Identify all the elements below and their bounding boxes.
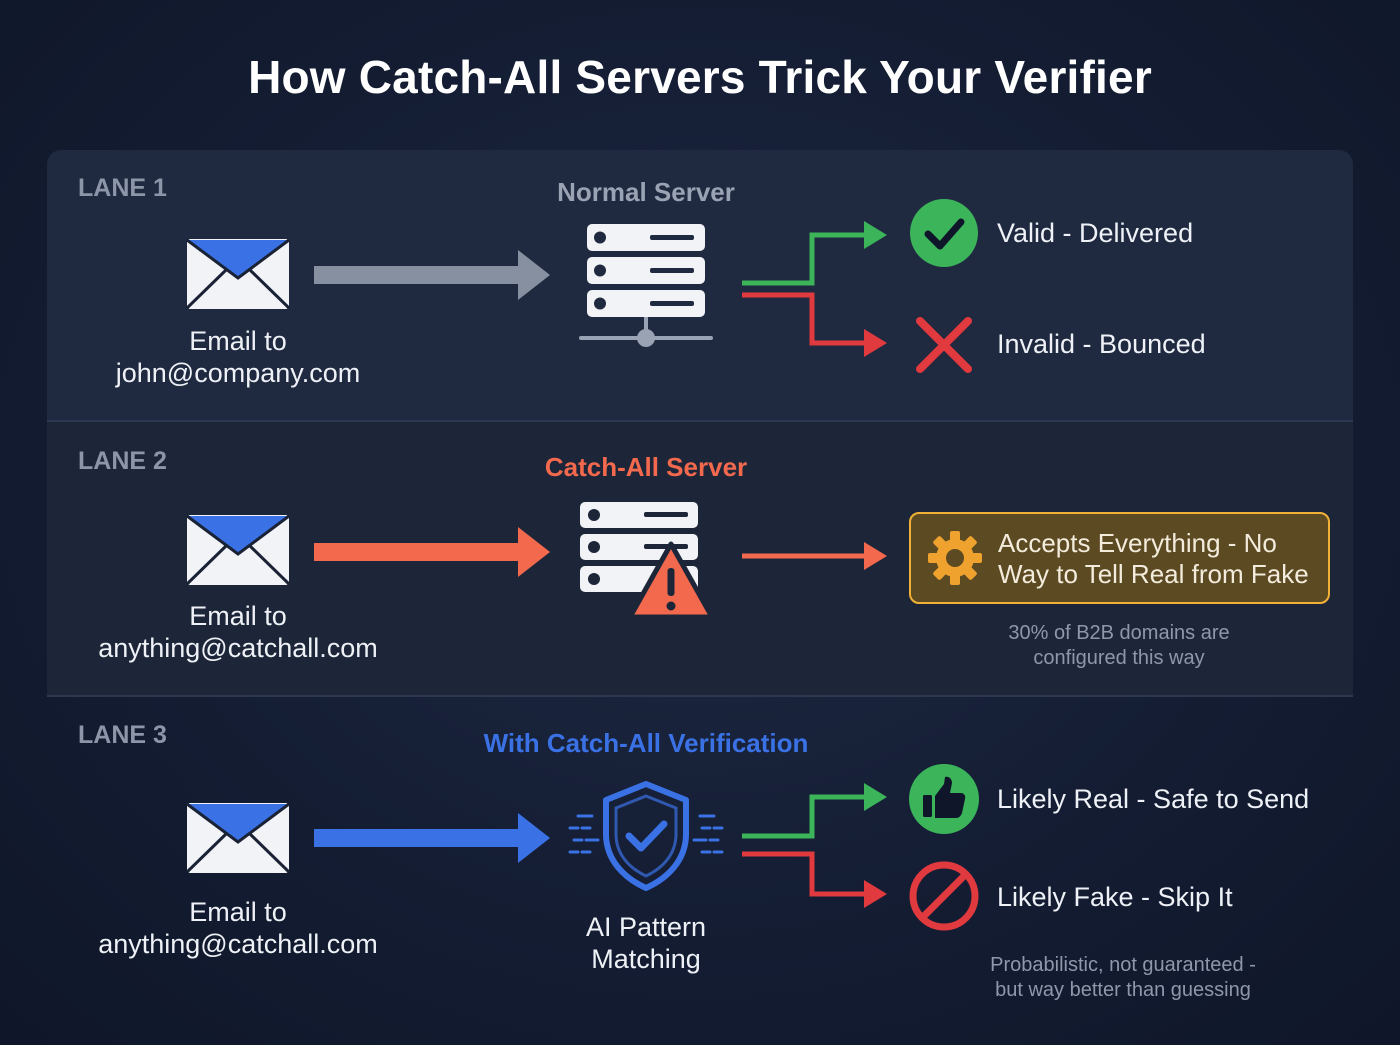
blue-arrow-icon [314,813,550,863]
lane-2-server-title: Catch-All Server [544,452,748,482]
envelope-icon [186,238,290,310]
valid-delivered-label: Valid - Delivered [997,218,1194,248]
thumbs-up-icon [909,764,979,834]
server-warning-icon [580,502,714,620]
page-title: How Catch-All Servers Trick Your Verifie… [248,51,1152,103]
result-line: Way to Tell Real from Fake [998,559,1309,589]
engine-label-line: Matching [591,944,701,974]
split-arrows-icon [742,783,887,908]
note-line: but way better than guessing [995,979,1251,1001]
lane-3-email-caption: Email to anything@catchall.com [58,896,418,960]
accepts-everything-text: Accepts Everything - No Way to Tell Real… [998,528,1328,590]
likely-fake-label: Likely Fake - Skip It [997,882,1233,912]
orange-thin-arrow-icon [742,542,887,570]
gear-icon [928,531,982,585]
email-caption-line: Email to [189,601,287,631]
lane-2-tag: LANE 2 [78,447,167,475]
lane-1-tag: LANE 1 [78,174,167,202]
envelope-icon [186,514,290,586]
orange-arrow-icon [314,527,550,577]
lane-1-server-title: Normal Server [557,177,735,207]
email-address: john@company.com [115,358,361,388]
gray-arrow-icon [314,250,550,300]
note-line: Probabilistic, not guaranteed - [990,954,1256,976]
email-address: anything@catchall.com [98,929,378,959]
likely-real-label: Likely Real - Safe to Send [997,784,1310,814]
accepts-everything-box: Accepts Everything - No Way to Tell Real… [909,512,1330,604]
note-line: 30% of B2B domains are [1008,622,1230,644]
x-mark-icon [916,317,972,373]
lane-3-server-title: With Catch-All Verification [483,728,809,758]
shield-check-icon [568,781,724,891]
invalid-bounced-label: Invalid - Bounced [997,329,1206,359]
ai-pattern-matching-label: AI Pattern Matching [496,911,796,975]
check-circle-icon [910,199,978,267]
email-caption-line: Email to [189,897,287,927]
result-line: Accepts Everything - No [998,528,1277,558]
lane-3-tag: LANE 3 [78,721,167,749]
lane-2-email-caption: Email to anything@catchall.com [58,600,418,664]
server-icon [579,224,713,347]
split-arrows-icon [742,221,887,357]
envelope-icon [186,802,290,874]
lane-1-email-caption: Email to john@company.com [58,325,418,389]
lane-divider [47,695,1353,697]
lane-2-note: 30% of B2B domains are configured this w… [949,621,1289,671]
lane-divider [47,420,1353,422]
prohibited-icon [909,861,979,931]
engine-label-line: AI Pattern [585,912,707,942]
note-line: configured this way [1033,647,1205,669]
lane-3-note: Probabilistic, not guaranteed - but way … [943,953,1303,1003]
email-caption-line: Email to [189,326,287,356]
email-address: anything@catchall.com [98,633,378,663]
